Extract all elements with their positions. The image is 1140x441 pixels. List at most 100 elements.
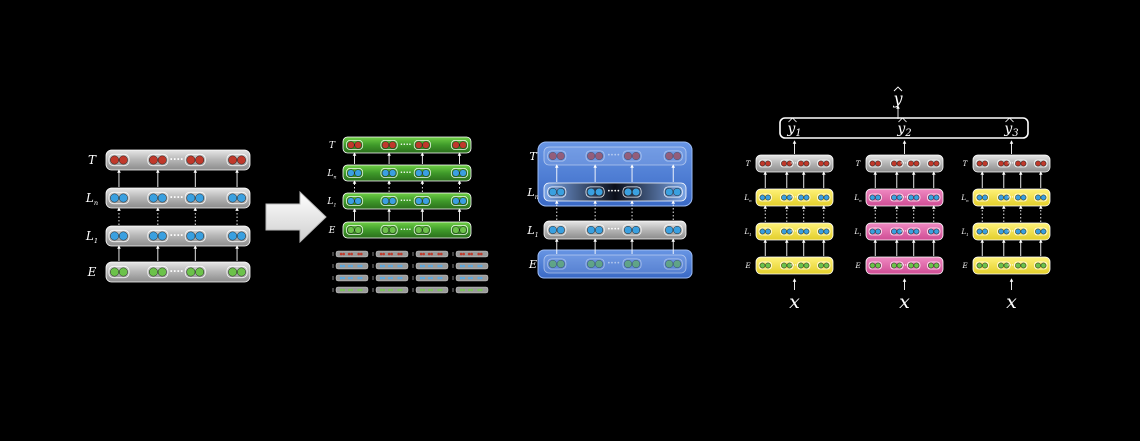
- layer-bar-body: [105, 225, 251, 247]
- layer-bar: ····: [755, 256, 834, 275]
- token-dot: [470, 252, 474, 256]
- token-dot: [195, 155, 205, 165]
- token-dot: [400, 252, 403, 256]
- token-dot: [157, 267, 167, 277]
- mini-layer: [412, 250, 449, 258]
- layer-label-main: L: [326, 197, 333, 207]
- token-dot: [869, 262, 876, 269]
- token-dot: [1003, 160, 1010, 167]
- token-box: [663, 150, 683, 162]
- token-dot: [624, 259, 633, 269]
- layer-label-sub: n: [94, 199, 98, 207]
- layer-label-main: E: [528, 258, 537, 271]
- token-dot: [397, 252, 401, 256]
- token-box: [450, 168, 469, 178]
- token-dot: [480, 288, 483, 292]
- token-box: [585, 258, 605, 270]
- token-dot: [982, 160, 988, 167]
- ellipsis-dots: ····: [790, 194, 799, 201]
- token-pair: [797, 159, 811, 168]
- layer-label: Ln: [85, 191, 98, 207]
- token-dot: [350, 252, 354, 256]
- token-dot: [430, 252, 434, 256]
- token-dot: [186, 155, 196, 165]
- token-dot: [118, 155, 128, 165]
- token-box: [380, 140, 398, 150]
- token-box: [890, 193, 904, 202]
- token-dot: [462, 252, 466, 256]
- token-dot: [118, 231, 128, 241]
- token-dot: [387, 252, 391, 256]
- token-dot: [803, 262, 810, 269]
- token-dot: [400, 264, 403, 268]
- token-dot: [908, 194, 914, 201]
- prediction-symbol: y: [896, 121, 906, 137]
- layer-label-main: L: [960, 194, 966, 202]
- token-pair: [108, 191, 130, 205]
- token-dot: [759, 262, 766, 269]
- layer-label-main: T: [963, 160, 969, 168]
- token-pair: [780, 193, 794, 202]
- token-dot: [342, 264, 346, 268]
- layer-label-main: L: [743, 194, 749, 202]
- token-dot: [896, 194, 903, 201]
- token-pair: [622, 224, 642, 236]
- layer-label-main: L: [526, 186, 534, 199]
- token-pair: [927, 227, 941, 236]
- token-dot: [195, 193, 205, 203]
- ellipsis-dots: ····: [170, 230, 184, 241]
- token-pair: [797, 261, 811, 270]
- token-dot: [913, 194, 920, 201]
- token-pair: [758, 159, 772, 168]
- token-dot: [891, 228, 897, 235]
- ellipsis-dots: ····: [790, 228, 799, 235]
- ellipsis-dots: ····: [900, 160, 909, 167]
- token-pair: [108, 153, 130, 167]
- token-dot: [110, 193, 120, 203]
- layer-label: L1: [853, 228, 861, 237]
- token-dot: [422, 197, 430, 205]
- layer-label-main: E: [87, 265, 97, 279]
- layer-bar-body: [755, 188, 834, 207]
- token-dot: [397, 276, 401, 280]
- token-box: [975, 159, 989, 168]
- token-dot: [467, 276, 471, 280]
- token-pair: [907, 193, 921, 202]
- token-dot: [595, 225, 604, 235]
- token-pair: [345, 168, 364, 178]
- token-pair: [147, 265, 169, 279]
- token-dot: [765, 228, 771, 235]
- token-dot: [673, 187, 682, 197]
- token-pair: [226, 153, 248, 167]
- token-pair: [997, 227, 1011, 236]
- prediction-label: y3: [1003, 121, 1018, 139]
- token-dot: [347, 288, 351, 292]
- token-box: [450, 225, 469, 235]
- token-dot: [1020, 228, 1027, 235]
- token-dot: [818, 194, 824, 201]
- layer-bar: ····: [972, 188, 1051, 207]
- ellipsis-dots: ····: [607, 258, 620, 269]
- token-dot: [786, 228, 793, 235]
- token-box: [622, 258, 642, 270]
- ellipsis-dots: ····: [1007, 160, 1016, 167]
- token-box: [1014, 193, 1028, 202]
- token-pair: [380, 196, 398, 206]
- token-dot: [354, 169, 362, 177]
- layer-label: E: [961, 262, 967, 270]
- token-box: [147, 229, 169, 243]
- token-dot: [982, 194, 988, 201]
- token-box: [585, 224, 605, 236]
- token-dot: [419, 252, 423, 256]
- layer-label-sub: n: [333, 174, 336, 180]
- token-pair: [975, 227, 989, 236]
- token-dot: [1040, 262, 1047, 269]
- token-dot: [982, 262, 988, 269]
- layer-bar-body: [105, 261, 251, 283]
- token-dot: [1035, 262, 1041, 269]
- token-pair: [184, 229, 206, 243]
- layer-bar-body: [543, 220, 687, 240]
- layer-bar: ····: [543, 220, 687, 240]
- token-dot: [631, 259, 641, 269]
- token-pair: [868, 227, 882, 236]
